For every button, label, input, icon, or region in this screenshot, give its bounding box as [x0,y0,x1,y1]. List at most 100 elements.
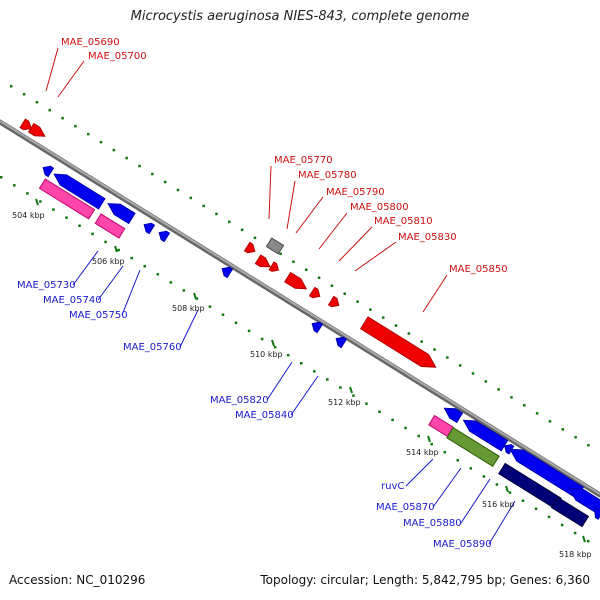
callout-line [121,269,141,316]
scale-label-504: 504 kbp [12,211,45,220]
track-dot [65,216,68,219]
track-dot [378,410,381,414]
gene-MAE_05700[interactable] [27,122,48,141]
gene-MAE_05760[interactable] [220,264,234,279]
scale-tick [114,245,118,253]
track-dot [446,356,449,359]
track-dot [151,172,154,176]
gene-label-MAE_05780[interactable]: MAE_05780 [298,170,357,181]
track-dot [394,324,398,327]
gene-MAE_05758[interactable] [157,228,171,243]
track-dot [495,483,499,486]
track-dot [574,436,577,439]
gene-label-MAE_05840[interactable]: MAE_05840 [235,410,294,421]
gene-label-MAE_05750[interactable]: MAE_05750 [69,310,128,321]
gene-label-MAE_05890[interactable]: MAE_05890 [433,539,492,550]
track-dot [458,364,462,367]
gene-MAE_05740a[interactable] [38,178,96,220]
callout-line [286,180,296,230]
scale-tick [193,292,197,300]
gene-label-MAE_05730[interactable]: MAE_05730 [17,280,76,291]
gene-label-MAE_05850[interactable]: MAE_05850 [449,264,508,275]
gene-MAE_05750[interactable] [105,199,136,225]
callout-line [179,309,199,348]
track-dot [365,402,368,405]
gene-MAE_05790[interactable] [268,261,281,274]
gene-MAE_05860[interactable] [441,404,464,424]
track-dot [22,92,26,96]
track-dot [48,108,51,112]
callout-line [460,478,491,524]
track-dot [215,212,218,216]
accession-text: Accession: NC_010296 [9,573,146,587]
gene-MAE_05720[interactable] [41,163,55,178]
gene-MAE_05900[interactable] [550,496,590,528]
callout-line [290,375,319,416]
gene-label-MAE_05800[interactable]: MAE_05800 [350,202,409,213]
scale-tick [35,198,39,206]
gene-label-MAE_05690[interactable]: MAE_05690 [61,37,120,48]
scale-label-510: 510 kbp [250,350,283,359]
track-dot [407,332,411,335]
gene-label-MAE_05700[interactable]: MAE_05700 [88,51,147,62]
scale-tick [505,485,509,493]
gene-label-MAE_05740[interactable]: MAE_05740 [43,295,102,306]
genome-backbone [0,119,600,498]
scale-label-506: 506 kbp [92,257,125,266]
gene-MAE_05830[interactable] [327,295,342,309]
track-dot [202,204,205,208]
track-dot [112,148,116,152]
gene-MAE_05840[interactable] [334,334,348,349]
gene-MAE_05875[interactable] [502,442,515,455]
track-dot [456,459,460,462]
gene-label-MAE_05760[interactable]: MAE_05760 [123,342,182,353]
gene-MAE_05775[interactable] [243,241,258,255]
track-dot [534,507,538,511]
track-dot [587,444,590,447]
gene-label-MAE_05810[interactable]: MAE_05810 [374,216,433,227]
reverse-gene-labels: MAE_05730 MAE_05740 MAE_05750 MAE_05760 … [17,280,492,550]
callout-line [432,467,462,508]
gene-label-MAE_05790[interactable]: MAE_05790 [326,187,385,198]
gene-MAE_05850[interactable] [359,316,440,373]
track-dot [39,200,42,203]
track-dot [86,132,90,136]
track-dot [0,176,3,179]
track-dot [469,467,473,470]
gene-MAE_05800[interactable] [284,271,309,294]
callout-line [45,47,59,92]
gene-MAE_05865[interactable] [460,415,509,452]
track-dot [125,156,128,160]
gene-MAE_05740[interactable] [94,213,126,239]
track-dot [74,124,77,128]
track-dot [523,404,526,407]
gene-MAE_05870[interactable] [446,426,500,468]
track-dot [433,348,436,351]
track-dot [61,116,64,120]
gene-MAE_05780[interactable] [254,254,272,271]
scale-label-518: 518 kbp [559,550,592,559]
callout-line [268,165,272,220]
gene-label-MAE_05830[interactable]: MAE_05830 [398,232,457,243]
gene-MAE_05690[interactable] [19,118,34,133]
track-dot [104,240,107,244]
track-dot [369,308,372,311]
gene-MAE_05820[interactable] [310,319,324,334]
gene-MAE_05730[interactable] [51,169,106,210]
gene-label-MAE_05770[interactable]: MAE_05770 [274,155,333,166]
track-dot [221,313,225,316]
gene-MAE_05770[interactable] [265,237,285,255]
callout-line [318,212,348,250]
gene-MAE_05810[interactable] [308,286,323,300]
scale-labels: 504 kbp 506 kbp 508 kbp 510 kbp 512 kbp … [12,211,592,559]
gene-label-MAE_05820[interactable]: MAE_05820 [210,395,269,406]
gene-label-ruvC[interactable]: ruvC [381,481,404,492]
gene-label-MAE_05870[interactable]: MAE_05870 [376,502,435,513]
gene-label-MAE_05880[interactable]: MAE_05880 [403,518,462,529]
scale-tick [271,339,275,347]
track-dot [163,180,167,184]
track-dot [443,450,446,454]
track-dot [26,192,29,195]
gene-MAE_05755[interactable] [142,220,156,235]
track-dot [508,491,512,494]
